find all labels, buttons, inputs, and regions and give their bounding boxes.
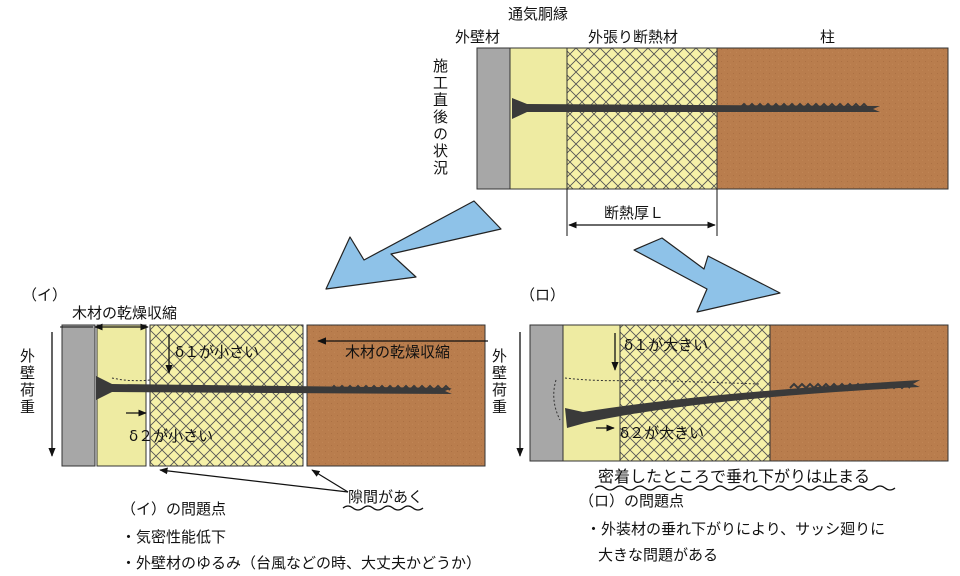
label-insulation: 外張り断熱材 xyxy=(588,28,678,46)
case-ro-cladding xyxy=(529,324,564,462)
arrow-to-case-i xyxy=(325,200,502,290)
label-cavity: 通気胴縁 xyxy=(508,5,568,23)
case-ro-diagram xyxy=(516,324,949,491)
label-state: 施工直後の状況 xyxy=(431,58,449,177)
gap-underline xyxy=(342,505,424,511)
top-furring xyxy=(509,47,568,190)
case-ro-screw xyxy=(565,380,920,428)
top-screw xyxy=(512,98,880,119)
case-i-delta1: δ１が小さい xyxy=(175,343,259,361)
label-column: 柱 xyxy=(820,28,835,46)
case-i-screw xyxy=(96,376,452,400)
label-thickness: 断熱厚Ｌ xyxy=(604,204,664,222)
case-i-delta2: δ２が小さい xyxy=(129,427,213,445)
case-ro-load: 外壁荷重 xyxy=(490,348,508,416)
stop-underline xyxy=(594,485,896,491)
top-cladding xyxy=(476,47,511,190)
case-i-bullet-2: ・外壁材のゆるみ（台風などの時、大丈夫かどうか） xyxy=(121,554,481,572)
case-i-load: 外壁荷重 xyxy=(18,348,36,416)
case-i-problem-title: （イ）の問題点 xyxy=(121,500,226,518)
case-ro-bullet-2: 大きな問題がある xyxy=(598,546,718,564)
case-i-gap: 隙間があく xyxy=(348,488,423,506)
arrow-to-case-ro xyxy=(633,237,781,313)
label-cladding: 外壁材 xyxy=(455,28,500,46)
case-i-diagram xyxy=(48,323,488,511)
case-ro-delta2: δ２が大きい xyxy=(620,424,704,442)
case-ro-column xyxy=(769,324,949,462)
case-ro-furring xyxy=(562,324,621,462)
case-i-bullet-1: ・気密性能低下 xyxy=(121,528,226,546)
case-i-tag: （イ） xyxy=(22,286,67,304)
top-column xyxy=(716,47,949,190)
case-i-shrink-right: 木材の乾燥収縮 xyxy=(345,343,450,361)
top-insulation xyxy=(566,47,718,190)
case-ro-tag: （ロ） xyxy=(520,286,565,304)
case-ro-delta1: δ１が大きい xyxy=(624,336,708,354)
case-i-cladding xyxy=(61,324,96,467)
case-i-insulation xyxy=(149,324,304,467)
top-diagram xyxy=(476,47,949,236)
case-ro-problem-title: （ロ）の問題点 xyxy=(579,492,684,510)
case-i-column xyxy=(306,324,486,467)
case-ro-stop: 密着したところで垂れ下がりは止まる xyxy=(598,467,870,486)
case-i-furring xyxy=(96,324,147,467)
case-ro-bullet-1: ・外装材の垂れ下がりにより、サッシ廻りに xyxy=(586,520,885,538)
case-i-shrink-left: 木材の乾燥収縮 xyxy=(72,304,177,322)
